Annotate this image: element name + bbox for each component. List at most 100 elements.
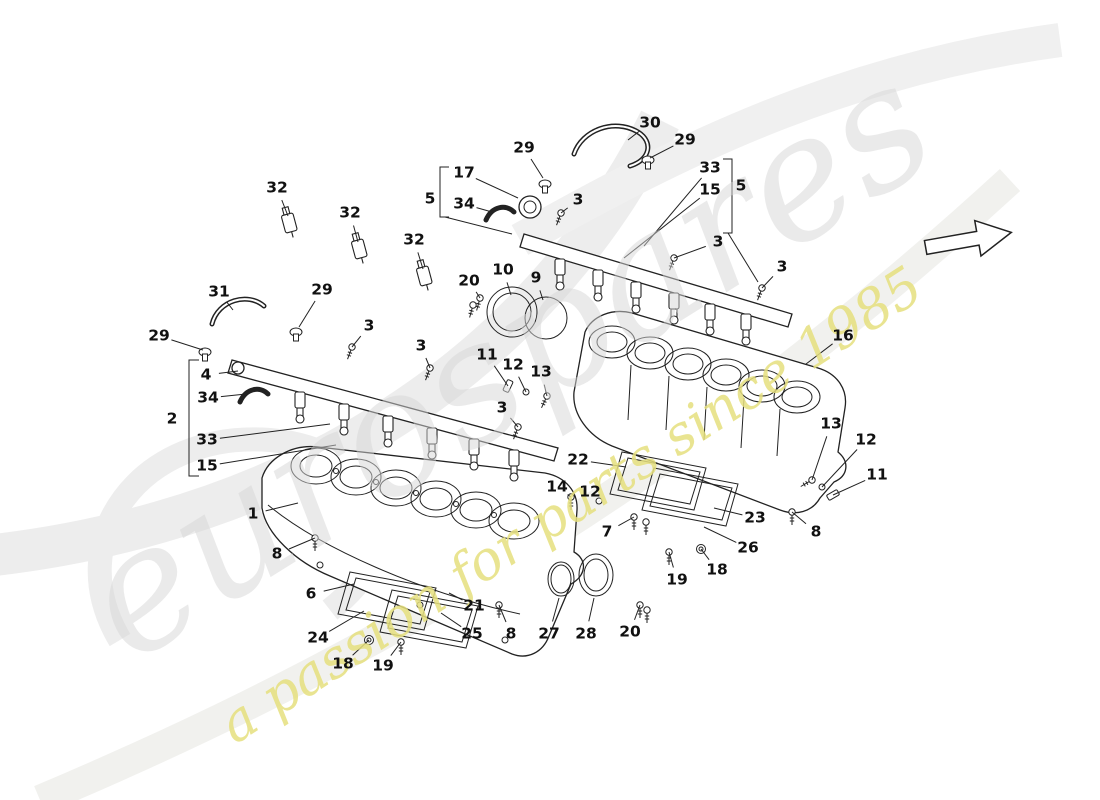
throttle-ring	[486, 286, 568, 340]
leader-line	[281, 199, 289, 217]
part-callout-19: 19	[372, 656, 394, 675]
part-callout-33: 33	[699, 158, 721, 177]
part-callout-18: 18	[706, 560, 728, 579]
cap-29	[198, 347, 212, 362]
leader-line	[440, 612, 462, 628]
leader-line	[219, 423, 331, 439]
leader-line	[518, 376, 527, 393]
leader-line	[530, 158, 544, 179]
leader-line	[791, 511, 807, 525]
part-callout-3: 3	[572, 190, 584, 209]
leader-line	[618, 516, 635, 527]
part-callout-28: 28	[575, 624, 597, 643]
leader-line	[220, 393, 247, 398]
fuel-rail-left	[227, 359, 559, 482]
part-callout-15: 15	[699, 180, 721, 199]
leader-line	[171, 339, 204, 351]
part-callout-32: 32	[339, 203, 361, 222]
part-callout-20: 20	[458, 271, 480, 290]
part-callout-15: 15	[196, 456, 218, 475]
part-callout-12: 12	[502, 355, 524, 374]
part-callout-1: 1	[247, 504, 259, 523]
leader-line	[627, 130, 641, 141]
leader-line	[567, 494, 572, 498]
part-callout-23: 23	[744, 508, 766, 527]
leader-line	[226, 301, 234, 311]
fuel-rail-right	[518, 195, 793, 346]
leader-line	[761, 276, 774, 289]
part-callout-29: 29	[148, 326, 170, 345]
leader-line	[510, 417, 519, 428]
part-callout-30: 30	[639, 113, 661, 132]
breather-hose-left	[209, 296, 267, 327]
part-callout-8: 8	[505, 624, 517, 643]
callout-brackets	[188, 158, 759, 477]
sensor-32	[348, 231, 370, 266]
leader-line	[351, 335, 362, 348]
part-callout-34: 34	[197, 388, 219, 407]
leader-line	[552, 597, 560, 622]
o-ring-27	[547, 561, 575, 597]
part-callout-29: 29	[513, 138, 535, 157]
part-callout-20: 20	[619, 622, 641, 641]
leader-line	[623, 197, 701, 259]
gasket-plates-right	[609, 451, 739, 527]
cap-29	[538, 179, 552, 194]
intake-manifold-left	[261, 445, 585, 657]
part-callout-11: 11	[476, 345, 498, 364]
part-callout-12: 12	[579, 482, 601, 501]
leader-line	[821, 449, 858, 488]
part-callout-3: 3	[415, 336, 427, 355]
sensor-32	[278, 205, 300, 240]
leader-line	[298, 300, 316, 328]
leader-line	[811, 436, 828, 481]
leader-line	[476, 207, 493, 213]
leader-line	[288, 537, 316, 550]
leader-line	[498, 604, 507, 623]
part-callout-16: 16	[832, 326, 854, 345]
leader-line	[539, 290, 544, 301]
leader-line	[703, 526, 737, 543]
direction-arrow-icon	[923, 219, 1013, 258]
part-callout-21: 21	[463, 596, 485, 615]
part-callout-3: 3	[363, 316, 375, 335]
part-callout-9: 9	[530, 268, 542, 287]
part-callout-31: 31	[208, 282, 230, 301]
part-callout-22: 22	[567, 450, 589, 469]
leader-line	[634, 604, 641, 620]
part-callout-2: 2	[166, 409, 178, 428]
part-callout-3: 3	[776, 257, 788, 276]
leader-line	[417, 252, 424, 270]
leader-line	[588, 597, 595, 622]
part-callout-33: 33	[196, 430, 218, 449]
leader-line	[448, 592, 463, 601]
leader-line	[475, 178, 519, 199]
leader-line	[668, 551, 674, 568]
leader-line	[425, 357, 431, 369]
part-callout-18: 18	[332, 654, 354, 673]
watermark-swoosh	[0, 23, 1063, 800]
leader-line	[560, 207, 569, 214]
leader-line	[328, 610, 365, 632]
part-callout-29: 29	[311, 280, 333, 299]
part-callout-4: 4	[200, 365, 212, 384]
part-callout-12: 12	[855, 430, 877, 449]
leader-line	[590, 461, 627, 468]
part-callout-24: 24	[307, 628, 329, 647]
hose-piece-34-left	[237, 386, 271, 405]
leader-line	[493, 365, 509, 387]
part-callout-11: 11	[866, 465, 888, 484]
gasket-plates-left	[337, 571, 479, 649]
leader-line	[265, 502, 299, 512]
part-callout-17: 17	[453, 163, 475, 182]
part-callout-26: 26	[737, 538, 759, 557]
leader-line	[352, 639, 370, 656]
leader-line	[218, 370, 239, 374]
cover-28	[578, 553, 614, 597]
leader-line	[323, 583, 355, 592]
part-callout-13: 13	[820, 414, 842, 433]
leader-line	[713, 507, 743, 516]
part-callout-8: 8	[810, 522, 822, 541]
